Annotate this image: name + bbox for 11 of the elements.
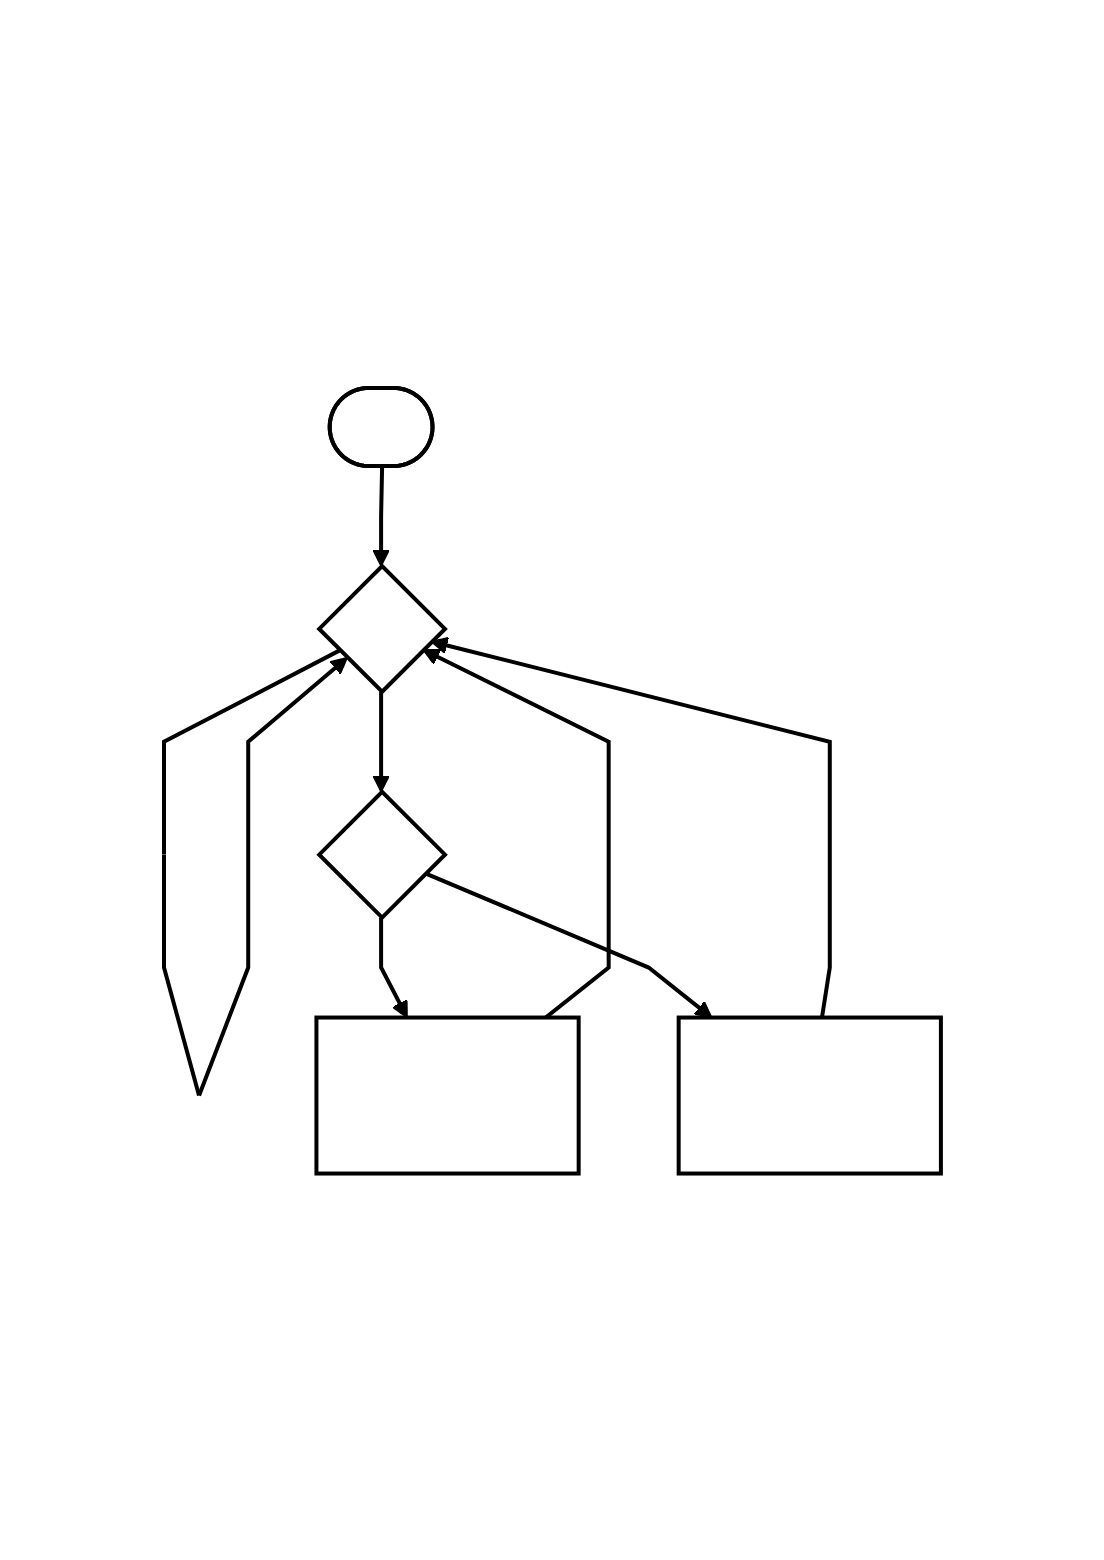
arrow <box>371 691 390 792</box>
arrow <box>378 916 408 1018</box>
node-diamond <box>315 788 448 920</box>
arrow <box>430 636 832 1018</box>
node-box <box>313 1014 581 1175</box>
node-diamond <box>315 562 448 694</box>
arrow <box>421 648 611 1019</box>
arrow <box>161 647 348 1096</box>
arrow <box>371 466 390 566</box>
node-box <box>676 1014 943 1175</box>
arrow <box>424 870 712 1018</box>
